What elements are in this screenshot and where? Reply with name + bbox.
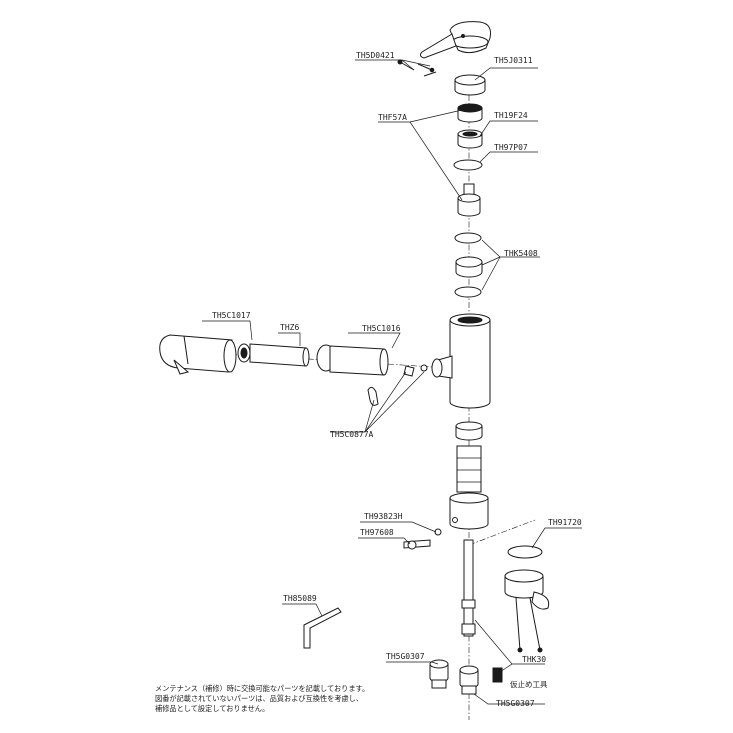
label-th5g0307-left: TH5G0307: [386, 652, 425, 661]
hose-fitting-right: [459, 665, 479, 695]
cartridge-nut: [457, 103, 483, 123]
ring-set-thk5408: [454, 232, 483, 298]
screw-parts: [397, 59, 437, 77]
label-th5g0307-right: TH5G0307: [496, 699, 535, 708]
faucet-body: [431, 313, 491, 409]
lever-handle: [419, 21, 491, 59]
gasket-th91720: [507, 545, 543, 559]
supply-tubes: [461, 539, 476, 637]
label-thz6: THZ6: [280, 323, 299, 332]
note-line-3: 補修品として設定しておりません。: [155, 704, 270, 713]
label-thk5408: THK5408: [504, 249, 538, 258]
label-th5j0311: TH5J0311: [494, 56, 533, 65]
label-th97608: TH97608: [360, 528, 394, 537]
label-th97p07: TH97P07: [494, 143, 528, 152]
pin-and-washer: [403, 528, 442, 550]
allen-wrench: [303, 607, 342, 649]
label-th5c1017: TH5C1017: [212, 311, 251, 320]
label-th19f24: TH19F24: [494, 111, 528, 120]
spout-head: [159, 334, 237, 375]
label-th93823h: TH93823H: [364, 512, 403, 521]
lower-valve-cartridge: [449, 421, 489, 530]
mounting-bracket: [504, 569, 550, 653]
label-th85089: TH85089: [283, 594, 317, 603]
spout-hose: [237, 343, 310, 367]
handle-cap-ring: [454, 74, 486, 96]
label-thf57a: THF57A: [378, 113, 407, 122]
spout-pipe: [316, 344, 389, 376]
leader-lines: [202, 59, 582, 705]
hose-fitting-left: [429, 659, 449, 689]
maintenance-note: メンテナンス（補修）時に交換可能なパーツを記載しております。 図番が記載されてい…: [155, 684, 369, 714]
label-temporary-fixing-tool: 仮止め工具: [510, 679, 548, 689]
ring-part-th19f24: [457, 129, 483, 149]
label-th5d0421: TH5D0421: [356, 51, 395, 60]
label-thk30: THK30: [522, 655, 546, 664]
label-th91720: TH91720: [548, 518, 582, 527]
lower-axis-line: [468, 519, 536, 546]
temporary-fixing-tool: [492, 667, 503, 683]
spout-clip-parts: [367, 364, 428, 406]
label-th5c0877a: TH5C0877A: [330, 430, 374, 439]
o-ring-th97p07: [453, 159, 483, 171]
cartridge-stem: [457, 183, 481, 217]
note-line-1: メンテナンス（補修）時に交換可能なパーツを記載しております。: [155, 684, 370, 693]
note-line-2: 図番が記載されていないパーツは、品質および互換性を考慮し、: [155, 694, 364, 703]
label-th5c1016: TH5C1016: [362, 324, 401, 333]
